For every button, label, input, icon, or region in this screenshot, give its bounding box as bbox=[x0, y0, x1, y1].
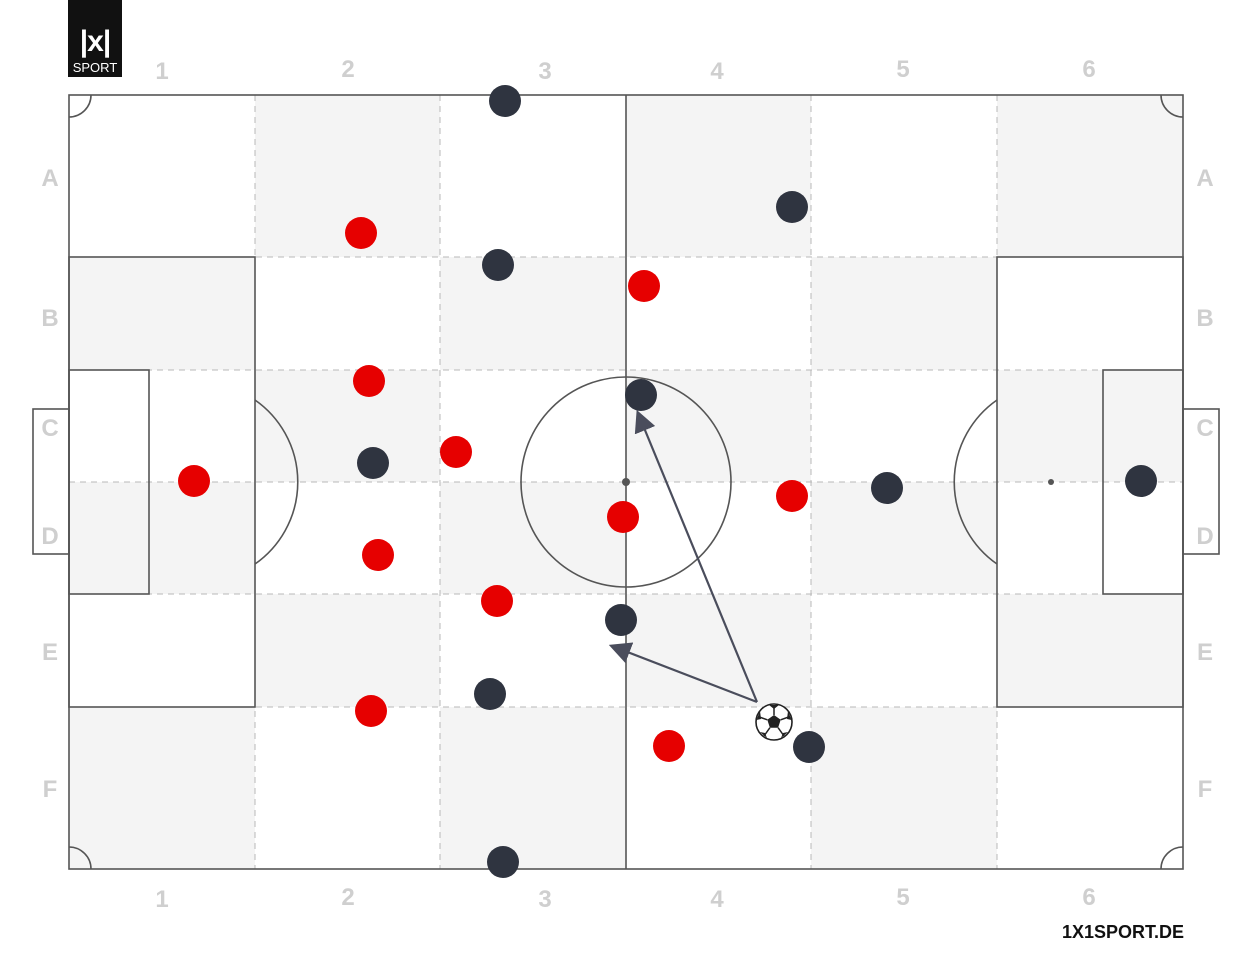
zone-shade bbox=[811, 707, 997, 869]
zone-shade bbox=[997, 594, 1183, 707]
centre-spot bbox=[622, 478, 630, 486]
pass-arrow bbox=[608, 642, 758, 704]
column-label: 6 bbox=[1082, 56, 1095, 83]
column-label: 2 bbox=[341, 56, 354, 83]
column-label: 4 bbox=[710, 58, 724, 85]
player-dark bbox=[487, 846, 519, 878]
pitch-markings bbox=[32, 94, 1220, 870]
zone-shade bbox=[440, 482, 626, 594]
column-label: 3 bbox=[538, 886, 551, 913]
row-label: F bbox=[1198, 776, 1213, 803]
logo-mark: |x| bbox=[79, 25, 112, 58]
player-dark bbox=[776, 191, 808, 223]
zone-shade bbox=[255, 594, 440, 707]
player-red bbox=[178, 465, 210, 497]
row-label: C bbox=[1196, 415, 1213, 442]
player-red bbox=[362, 539, 394, 571]
column-label: 1 bbox=[155, 886, 168, 913]
row-label: D bbox=[1196, 523, 1213, 550]
player-dark bbox=[871, 472, 903, 504]
row-label: B bbox=[41, 305, 58, 332]
pass-arrows bbox=[608, 409, 759, 704]
player-red bbox=[607, 501, 639, 533]
column-label: 5 bbox=[896, 884, 909, 911]
row-label: C bbox=[41, 415, 58, 442]
row-label: D bbox=[41, 523, 58, 550]
player-red bbox=[653, 730, 685, 762]
players bbox=[178, 85, 1157, 878]
column-label: 5 bbox=[896, 56, 909, 83]
column-label: 1 bbox=[155, 58, 168, 85]
zone-shade bbox=[626, 370, 811, 482]
zone-shade bbox=[440, 707, 626, 869]
left-penalty-arc bbox=[254, 399, 299, 565]
zone-shade bbox=[997, 370, 1183, 482]
zone-shade bbox=[69, 707, 255, 869]
zone-shade bbox=[440, 257, 626, 370]
player-red bbox=[353, 365, 385, 397]
zone-shade bbox=[69, 482, 255, 594]
row-label: E bbox=[42, 639, 58, 666]
zone-shade bbox=[811, 257, 997, 370]
right-penalty-arc bbox=[953, 399, 998, 565]
corner-arc-top-right bbox=[1160, 94, 1184, 118]
player-red bbox=[776, 480, 808, 512]
column-label: 3 bbox=[538, 58, 551, 85]
centre-circle bbox=[520, 376, 732, 588]
player-red bbox=[355, 695, 387, 727]
player-dark bbox=[474, 678, 506, 710]
player-red bbox=[440, 436, 472, 468]
corner-arc-bottom-left bbox=[68, 846, 92, 870]
row-label: A bbox=[1196, 165, 1213, 192]
column-labels-bottom: 1 2 3 4 5 6 bbox=[155, 884, 1095, 913]
logo-subtitle: SPORT bbox=[72, 60, 118, 75]
column-label: 2 bbox=[341, 884, 354, 911]
row-label: A bbox=[41, 165, 58, 192]
row-label: E bbox=[1197, 639, 1213, 666]
zone-shading bbox=[69, 95, 1183, 869]
pass-arrow bbox=[634, 409, 759, 703]
player-dark bbox=[605, 604, 637, 636]
zone-shade bbox=[626, 95, 811, 257]
column-label: 6 bbox=[1082, 884, 1095, 911]
player-red bbox=[481, 585, 513, 617]
left-goal bbox=[32, 408, 70, 555]
right-penalty-spot bbox=[1048, 479, 1054, 485]
right-goal bbox=[1182, 408, 1220, 555]
player-dark bbox=[1125, 465, 1157, 497]
zone-shade bbox=[69, 257, 255, 370]
row-label: B bbox=[1196, 305, 1213, 332]
brand-logo: |x| SPORT bbox=[68, 0, 122, 77]
column-labels-top: 1 2 3 4 5 6 bbox=[155, 56, 1095, 85]
football-icon bbox=[755, 703, 793, 741]
player-dark bbox=[793, 731, 825, 763]
player-red bbox=[628, 270, 660, 302]
row-label: F bbox=[43, 776, 58, 803]
zone-shade bbox=[997, 95, 1183, 257]
row-labels-left: A B C D E F bbox=[41, 165, 58, 803]
zone-shade bbox=[811, 482, 997, 594]
row-labels-right: A B C D E F bbox=[1196, 165, 1213, 803]
column-label: 4 bbox=[710, 886, 724, 913]
player-red bbox=[345, 217, 377, 249]
footer-url: 1X1SPORT.DE bbox=[1061, 922, 1184, 942]
player-dark bbox=[482, 249, 514, 281]
player-dark bbox=[357, 447, 389, 479]
corner-arc-top-left bbox=[68, 94, 92, 118]
player-dark bbox=[625, 379, 657, 411]
player-dark bbox=[489, 85, 521, 117]
corner-arc-bottom-right bbox=[1160, 846, 1184, 870]
zone-shade bbox=[255, 370, 440, 482]
